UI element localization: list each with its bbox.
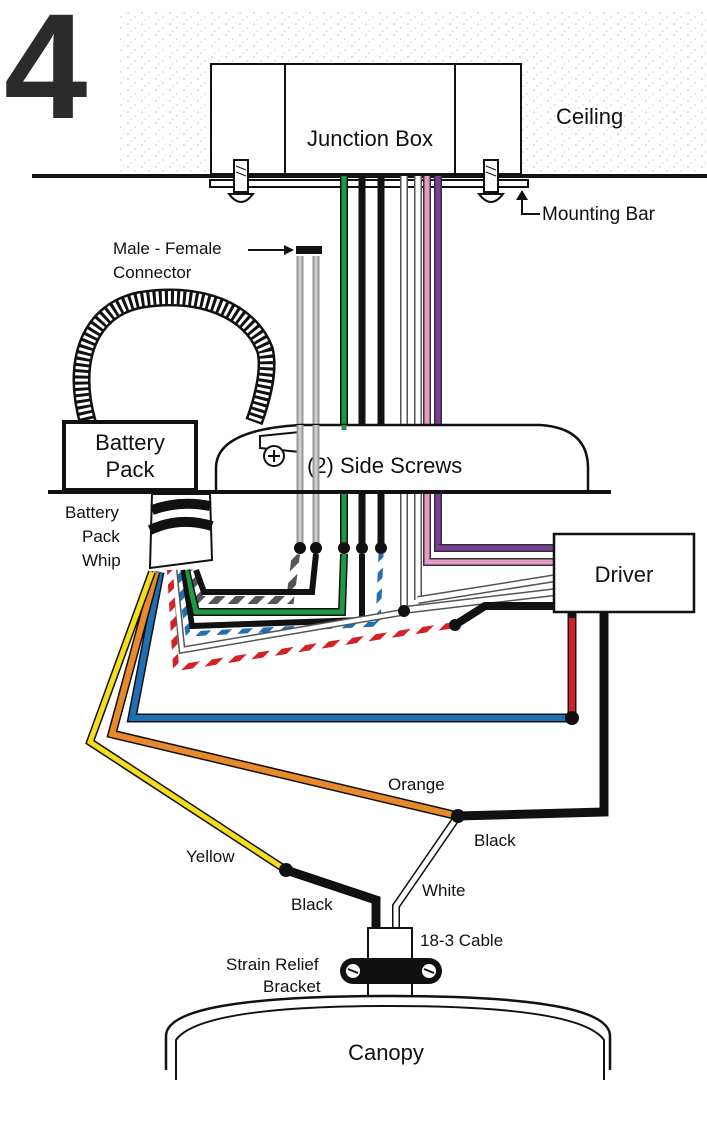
driver: Driver — [552, 532, 696, 614]
step-number: 4 — [4, 0, 87, 150]
white-label: White — [422, 881, 465, 900]
black-left-label: Black — [291, 895, 333, 914]
battery-pack: Battery Pack — [62, 420, 198, 492]
canopy-label: Canopy — [348, 1040, 424, 1065]
whip-label-line2: Pack — [82, 527, 120, 546]
whip-wire-bundle — [167, 553, 456, 672]
whip-label-line3: Whip — [82, 551, 121, 570]
whip-label-line1: Battery — [65, 503, 119, 522]
junction-box-label: Junction Box — [307, 126, 433, 151]
mounting-bar-label: Mounting Bar — [542, 204, 656, 225]
cable-black-wire — [284, 865, 381, 930]
screw-right-icon — [476, 159, 506, 203]
strain-relief-label-line1: Strain Relief — [226, 955, 319, 974]
battery-pack-label-line2: Pack — [106, 457, 156, 482]
connector-callout: Male - Female Connector — [113, 239, 322, 282]
armored-cable — [72, 288, 276, 426]
mounting-bar-callout: Mounting Bar — [516, 190, 656, 225]
ceiling-label: Ceiling — [556, 104, 623, 129]
black-right-label: Black — [474, 831, 516, 850]
cable-label: 18-3 Cable — [420, 931, 503, 950]
wire-nuts — [294, 542, 387, 554]
mounting-bar — [209, 179, 529, 188]
strain-relief-label-line2: Bracket — [263, 977, 321, 996]
connector-label-line2: Connector — [113, 263, 192, 282]
driver-wires — [398, 544, 557, 631]
fixture-housing: (2) Side Screws — [214, 423, 590, 494]
orange-label: Orange — [388, 775, 445, 794]
driver-label: Driver — [595, 562, 654, 587]
wires-through-plate — [296, 425, 347, 492]
junction-box: Junction Box — [210, 63, 522, 175]
connector-icon — [296, 246, 322, 254]
side-screws-label: (2) Side Screws — [307, 453, 462, 478]
strain-relief-bracket — [340, 958, 442, 984]
screw-left-icon — [226, 159, 256, 203]
battery-pack-whip: Battery Pack Whip — [65, 493, 214, 570]
canopy: Canopy — [164, 994, 612, 1080]
battery-pack-label-line1: Battery — [95, 430, 165, 455]
yellow-label: Yellow — [186, 847, 235, 866]
connector-label-line1: Male - Female — [113, 239, 222, 258]
driver-black-wire — [457, 612, 609, 821]
